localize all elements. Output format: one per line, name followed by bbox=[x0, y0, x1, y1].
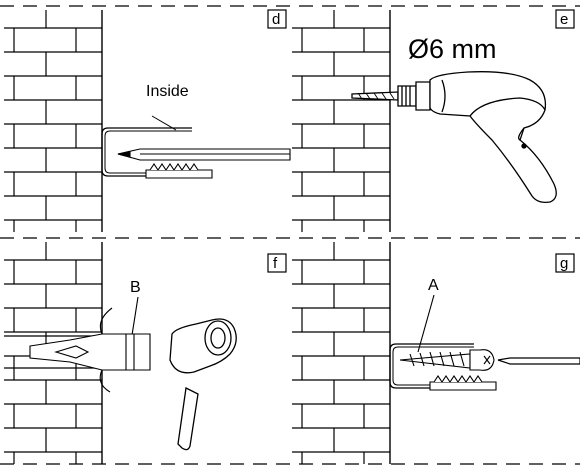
screwdriver-icon bbox=[497, 357, 580, 365]
hammer-icon bbox=[169, 318, 237, 451]
panel-d: d Inside bbox=[3, 9, 291, 233]
drill-size-label: Ø6 mm bbox=[408, 34, 497, 64]
panel-letter-e: e bbox=[560, 11, 568, 28]
bracket-outline bbox=[101, 127, 210, 177]
panel-letter-f: f bbox=[273, 255, 278, 272]
panel-f: f B bbox=[3, 241, 287, 465]
wall-plug-icon bbox=[29, 307, 151, 393]
a-label: A bbox=[428, 277, 439, 294]
wall-plug-icon bbox=[145, 163, 213, 179]
drill-icon bbox=[351, 71, 557, 204]
pencil-icon bbox=[117, 148, 291, 161]
wall-plug-icon bbox=[429, 375, 497, 391]
screw-icon bbox=[399, 349, 495, 371]
panel-e: e Ø6 mm bbox=[291, 9, 575, 233]
b-label: B bbox=[130, 279, 141, 296]
bracket-outline bbox=[389, 343, 494, 389]
inside-label: Inside bbox=[146, 83, 189, 100]
panel-separators bbox=[0, 5, 580, 465]
panel-g: g A bbox=[291, 241, 580, 465]
panel-letter-d: d bbox=[272, 11, 280, 28]
panel-letter-g: g bbox=[560, 255, 568, 272]
